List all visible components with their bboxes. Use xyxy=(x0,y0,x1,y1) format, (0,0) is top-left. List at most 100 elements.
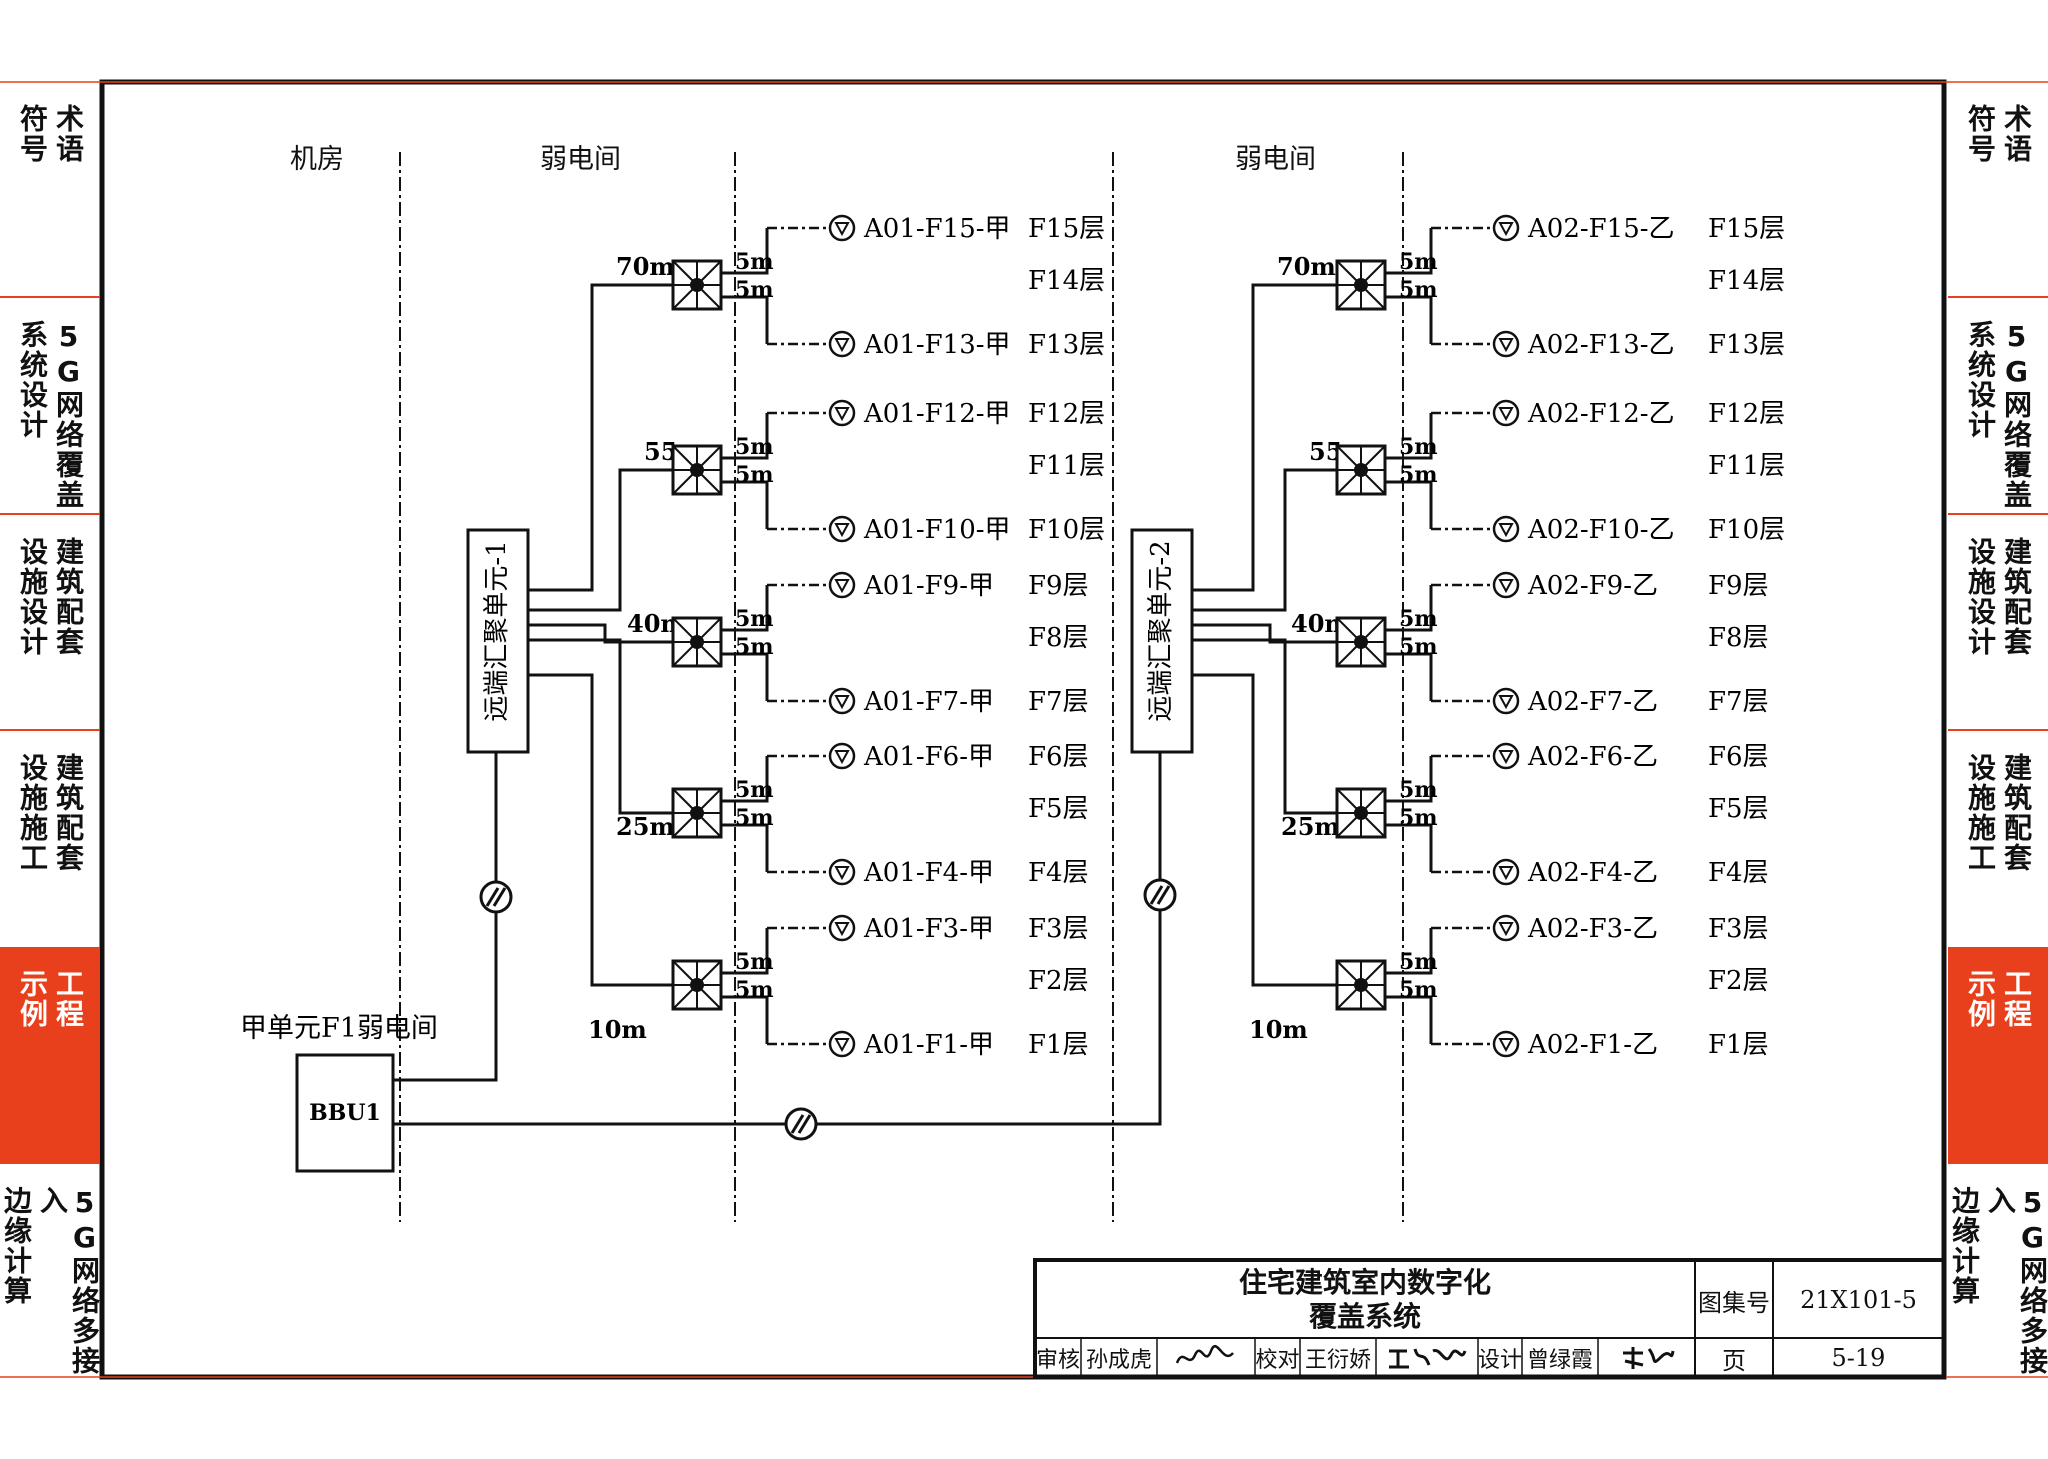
ceiling-antenna-icon xyxy=(828,742,856,770)
power-splitter-icon xyxy=(671,959,723,1011)
drawing-title-line-2: 覆盖系统 xyxy=(1308,1300,1421,1333)
drawing-title: 住宅建筑室内数字化 覆盖系统 xyxy=(1035,1262,1695,1338)
feeder-line xyxy=(528,638,673,815)
side-tab-terms[interactable]: 术语符号 xyxy=(0,82,100,296)
jumper-length-label: 5m xyxy=(735,249,774,275)
jumper-length-label: 5m xyxy=(735,606,774,632)
ceiling-antenna-icon xyxy=(1492,214,1520,242)
zone-label-machine-room: 机房 xyxy=(290,144,344,175)
jumper-length-label: 5m xyxy=(1399,777,1438,803)
side-tab-label: 符号 xyxy=(1964,104,1997,164)
side-tab-label: 5G网络多接入 xyxy=(36,1186,101,1376)
floor-label: F14层 xyxy=(1028,266,1105,296)
side-tab-terms[interactable]: 术语符号 xyxy=(1948,82,2048,296)
ceiling-antenna-icon xyxy=(1492,914,1520,942)
antenna-id-label: A01-F1-甲 xyxy=(863,1030,994,1060)
antenna-id-label: A01-F3-甲 xyxy=(863,914,994,944)
antenna-id-label: A02-F1-乙 xyxy=(1527,1030,1658,1060)
reviewer-name: 孙成虎 xyxy=(1085,1348,1152,1373)
floor-label: F9层 xyxy=(1028,571,1089,601)
feeder-line xyxy=(1192,468,1337,612)
coax-jumper xyxy=(721,928,769,975)
antenna-id-label: A02-F13-乙 xyxy=(1527,330,1675,360)
floor-label: F4层 xyxy=(1028,858,1089,888)
coax-jumper xyxy=(721,295,769,344)
side-tab-label: 5G网络覆盖 xyxy=(52,320,85,510)
ceiling-antenna-icon xyxy=(828,399,856,427)
side-tab-5g-design[interactable]: 5G网络覆盖系统设计 xyxy=(0,298,100,513)
tab-divider xyxy=(1948,513,2048,515)
checker-signature xyxy=(1376,1339,1478,1377)
antenna-id-label: A02-F6-乙 xyxy=(1527,742,1658,772)
side-tab-building-design[interactable]: 建筑配套设施设计 xyxy=(0,515,100,729)
coax-jumper xyxy=(721,652,769,701)
ceiling-antenna-icon xyxy=(1492,515,1520,543)
jumper-length-label: 5m xyxy=(735,434,774,460)
atlas-number: 21X101-5 xyxy=(1800,1286,1917,1314)
fiber-icon xyxy=(479,880,513,914)
fiber-icon xyxy=(784,1107,818,1141)
antenna-id-label: A02-F4-乙 xyxy=(1527,858,1658,888)
antenna-id-label: A02-F10-乙 xyxy=(1527,515,1675,545)
title-block xyxy=(1033,1258,1946,1379)
side-tab-label: 示例 xyxy=(1964,969,1997,1029)
zone-label-weak-room: 弱电间 xyxy=(1235,144,1316,175)
side-tab-building-construction[interactable]: 建筑配套设施施工 xyxy=(1948,731,2048,945)
bbu-label: BBU1 xyxy=(309,1100,381,1126)
floor-label: F8层 xyxy=(1708,623,1769,653)
fiber-link-unit-2 xyxy=(393,752,1162,1126)
floor-label: F1层 xyxy=(1028,1030,1089,1060)
side-tab-building-construction[interactable]: 建筑配套设施施工 xyxy=(0,731,100,945)
jumper-length-label: 5m xyxy=(735,949,774,975)
antenna-id-label: A02-F7-乙 xyxy=(1527,687,1658,717)
feeder-distance-label: 10m xyxy=(588,1015,647,1044)
side-tab-5g-edge[interactable]: 5G网络多接入边缘计算 xyxy=(1948,1164,2048,1377)
feeder-distance-label: 70m xyxy=(616,252,675,281)
side-tab-label: 设施施工 xyxy=(16,753,49,873)
ceiling-antenna-icon xyxy=(828,515,856,543)
ceiling-antenna-icon xyxy=(828,571,856,599)
tab-divider xyxy=(1948,1162,2048,1164)
ceiling-antenna-icon xyxy=(828,214,856,242)
floor-label: F10层 xyxy=(1028,515,1105,545)
side-tab-examples[interactable]: 工程示例 xyxy=(0,947,100,1162)
ceiling-antenna-icon xyxy=(1492,330,1520,358)
atlas-number-label: 图集号 xyxy=(1698,1288,1770,1317)
side-tab-label: 建筑配套 xyxy=(2000,537,2033,657)
jumper-length-label: 5m xyxy=(1399,634,1438,660)
jumper-length-label: 5m xyxy=(1399,434,1438,460)
ceiling-antenna-icon xyxy=(828,1030,856,1058)
coax-jumper xyxy=(1385,585,1433,632)
side-tab-label: 设施设计 xyxy=(1964,537,1997,657)
feeder-line xyxy=(1192,623,1337,644)
jumper-length-label: 5m xyxy=(1399,977,1438,1003)
ceiling-antenna-icon xyxy=(1492,1030,1520,1058)
fiber-icon xyxy=(1143,878,1177,912)
design-label: 设计 xyxy=(1478,1348,1523,1373)
side-tab-building-design[interactable]: 建筑配套设施设计 xyxy=(1948,515,2048,729)
side-tab-5g-edge[interactable]: 5G网络多接入边缘计算 xyxy=(0,1164,101,1377)
floor-label: F15层 xyxy=(1028,214,1105,244)
coax-jumper xyxy=(721,480,769,529)
coax-jumper xyxy=(1385,995,1433,1044)
ceiling-antenna-icon xyxy=(828,858,856,886)
side-tab-label: 术语 xyxy=(52,104,85,164)
coax-jumper xyxy=(721,823,769,872)
side-tab-5g-design[interactable]: 5G网络覆盖系统设计 xyxy=(1948,298,2048,513)
floor-label: F6层 xyxy=(1708,742,1769,772)
check-label: 校对 xyxy=(1255,1348,1300,1373)
side-tab-label: 5G网络覆盖 xyxy=(2000,320,2033,510)
side-tab-label: 设施施工 xyxy=(1964,753,1997,873)
side-tab-examples[interactable]: 工程示例 xyxy=(1948,947,2048,1162)
side-tab-label: 示例 xyxy=(16,969,49,1029)
feeder-line xyxy=(1192,283,1337,592)
tab-divider xyxy=(1948,296,2048,298)
remote-aggregation-unit xyxy=(466,528,530,754)
coax-jumper xyxy=(1385,756,1433,803)
side-tab-label: 设施设计 xyxy=(16,537,49,657)
side-tab-label: 边缘计算 xyxy=(0,1186,33,1306)
coax-jumper xyxy=(721,413,769,460)
coax-jumper xyxy=(1385,228,1433,275)
